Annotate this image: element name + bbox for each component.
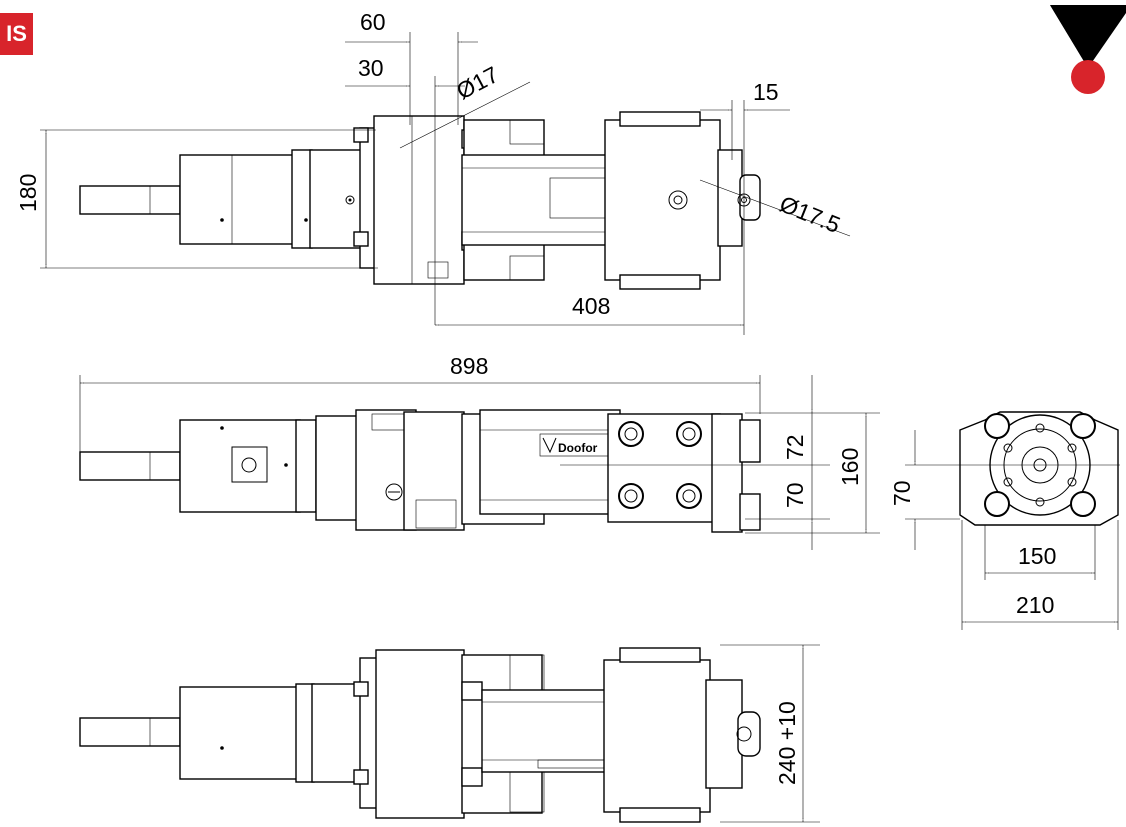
end-view: 70 150 210 <box>889 411 1120 630</box>
dim-15: 15 <box>753 79 779 105</box>
dim-30: 30 <box>358 55 384 81</box>
dim-240: 240 +10 <box>774 701 800 785</box>
dim-end-70: 70 <box>889 480 915 506</box>
brand-logo <box>1050 5 1126 94</box>
dim-hole-rear: Ø17.5 <box>776 191 844 239</box>
bottom-view: 240 +10 <box>79 644 820 823</box>
dim-72: 72 <box>782 434 808 460</box>
dim-60: 60 <box>360 9 386 35</box>
brand-label: Doofor <box>558 441 598 455</box>
side-view: Doofor 898 72 70 160 <box>79 353 880 550</box>
dim-160: 160 <box>837 448 863 486</box>
dim-408: 408 <box>572 293 610 319</box>
brand-badge: IS <box>0 13 33 55</box>
dim-hole-front: Ø17 <box>452 61 503 104</box>
dim-150: 150 <box>1018 543 1056 569</box>
dim-70: 70 <box>782 482 808 508</box>
dim-210: 210 <box>1016 592 1054 618</box>
dim-180: 180 <box>15 174 41 212</box>
dim-898: 898 <box>450 353 488 379</box>
top-view: 60 30 Ø17 15 Ø17.5 180 408 <box>15 9 851 335</box>
